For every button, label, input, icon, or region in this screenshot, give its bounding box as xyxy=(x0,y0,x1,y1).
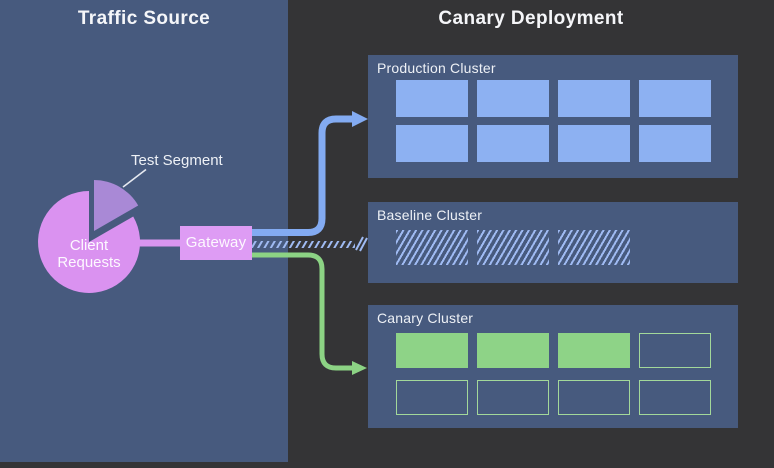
instance-hatched xyxy=(477,230,549,265)
canary-cluster-panel: Canary Cluster xyxy=(368,305,738,428)
flow-baseline-end-tick-2 xyxy=(359,237,368,252)
instance-hatched xyxy=(558,230,630,265)
instance-idle xyxy=(639,380,711,415)
instance-hatched xyxy=(396,230,468,265)
test-segment-label: Test Segment xyxy=(131,152,223,169)
instance-active xyxy=(477,80,549,117)
flow-production-arrowhead xyxy=(352,111,368,127)
instance-active xyxy=(558,80,630,117)
baseline-cluster-panel: Baseline Cluster xyxy=(368,202,738,283)
instance-canary xyxy=(396,333,468,368)
production-cluster-panel: Production Cluster xyxy=(368,55,738,178)
client-requests-label: Client Requests xyxy=(57,237,121,271)
baseline-instance-grid xyxy=(396,230,712,265)
gateway-node: Gateway xyxy=(180,226,252,260)
flow-canary-arrowhead xyxy=(352,361,367,375)
production-cluster-label: Production Cluster xyxy=(377,60,496,76)
instance-canary xyxy=(558,333,630,368)
canary-instance-grid xyxy=(396,333,712,415)
canary-deployment-title: Canary Deployment xyxy=(438,8,624,29)
instance-active xyxy=(396,125,468,162)
instance-canary xyxy=(477,333,549,368)
baseline-cluster-label: Baseline Cluster xyxy=(377,207,483,223)
traffic-source-title: Traffic Source xyxy=(77,8,211,29)
production-instance-grid xyxy=(396,80,712,162)
instance-idle xyxy=(639,333,711,368)
instance-active xyxy=(396,80,468,117)
instance-idle xyxy=(396,380,468,415)
instance-active xyxy=(558,125,630,162)
flow-baseline-end-tick-1 xyxy=(355,236,364,251)
instance-active xyxy=(639,80,711,117)
instance-active xyxy=(477,125,549,162)
instance-idle xyxy=(558,380,630,415)
canary-cluster-label: Canary Cluster xyxy=(377,310,474,326)
instance-idle xyxy=(477,380,549,415)
instance-active xyxy=(639,125,711,162)
